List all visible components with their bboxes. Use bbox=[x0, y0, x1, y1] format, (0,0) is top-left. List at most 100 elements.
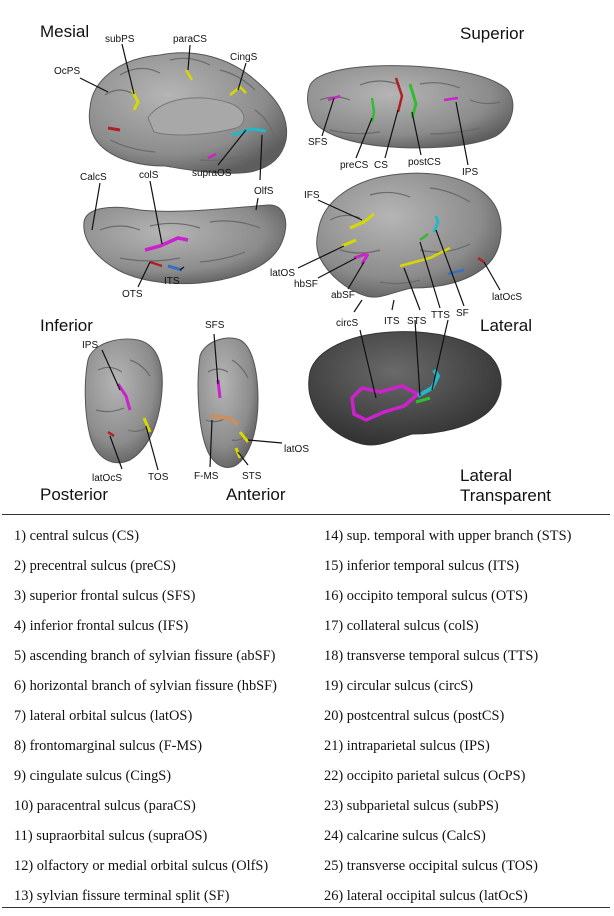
view-title-lateral-transparent-line1: Lateral bbox=[460, 466, 512, 485]
gyri-mesial bbox=[104, 57, 276, 162]
legend-item: 17) collateral sulcus (colS) bbox=[324, 618, 479, 634]
legend-item: 23) subparietal sulcus (subPS) bbox=[324, 798, 499, 814]
sulcus-IPS bbox=[443, 96, 459, 102]
legend-item: 4) inferior frontal sulcus (IFS) bbox=[14, 618, 189, 634]
label-CingS: CingS bbox=[230, 52, 258, 63]
label-postCS: postCS bbox=[408, 157, 441, 168]
legend-item: 20) postcentral sulcus (postCS) bbox=[324, 708, 505, 724]
brain-inferior bbox=[83, 204, 287, 285]
legend-item: 25) transverse occipital sulcus (TOS) bbox=[324, 858, 538, 874]
label-paraCS: paraCS bbox=[173, 34, 207, 45]
view-title-superior: Superior bbox=[460, 24, 525, 43]
sulci-legend-table: 1) central sulcus (CS) 2) precentral sul… bbox=[0, 514, 614, 909]
brain-mesial bbox=[88, 52, 288, 174]
legend-item: 11) supraorbital sulcus (supraOS) bbox=[14, 828, 208, 844]
brain-views-svg: subPS paraCS OcPS CingS CalcS colS supra… bbox=[54, 34, 522, 484]
brain-lateral bbox=[316, 172, 502, 298]
legend-item: 22) occipito parietal sulcus (OcPS) bbox=[324, 768, 526, 784]
sulcus-abSF bbox=[360, 253, 370, 265]
sulcus-postCS bbox=[408, 83, 418, 119]
sulcus-IFS bbox=[349, 212, 375, 230]
sulcus-CalcS bbox=[107, 126, 121, 132]
gyri-inferior bbox=[99, 220, 261, 263]
label-OlfS: OlfS bbox=[254, 186, 274, 197]
sulcus-TOS bbox=[142, 417, 152, 433]
brain-superior bbox=[307, 65, 514, 149]
legend-item: 5) ascending branch of sylvian fissure (… bbox=[14, 648, 276, 664]
label-TOS: TOS bbox=[148, 472, 169, 483]
legend-item: 13) sylvian fissure terminal split (SF) bbox=[14, 888, 230, 904]
sulcus-labels: subPS paraCS OcPS CingS CalcS colS supra… bbox=[54, 34, 522, 484]
gyri-lateral bbox=[329, 187, 471, 285]
brain-lateral-transparent bbox=[308, 331, 502, 446]
legend-item: 16) occipito temporal sulcus (OTS) bbox=[324, 588, 528, 604]
corpus-callosum bbox=[147, 97, 245, 136]
legend-item: 26) lateral occipital sulcus (latOcS) bbox=[324, 888, 528, 904]
brain-anterior bbox=[197, 337, 259, 468]
sulcus-colS bbox=[144, 236, 189, 252]
legend-item: 10) paracentral sulcus (paraCS) bbox=[14, 798, 196, 814]
legend-item: 9) cingulate sulcus (CingS) bbox=[14, 768, 172, 784]
gyri-anterior bbox=[205, 359, 249, 441]
sulcus-F-MS bbox=[209, 414, 240, 426]
legend-item: 24) calcarine sulcus (CalcS) bbox=[324, 828, 486, 844]
legend-item: 3) superior frontal sulcus (SFS) bbox=[14, 588, 196, 604]
legend-top-rule bbox=[2, 514, 610, 515]
leader-lines bbox=[79, 43, 501, 471]
label-STS-anterior: STS bbox=[242, 471, 262, 482]
sulcus-hbSF bbox=[353, 252, 367, 260]
sulcus-latOcS bbox=[477, 256, 485, 264]
label-CalcS: CalcS bbox=[80, 172, 107, 183]
view-title-lateral: Lateral bbox=[480, 316, 532, 335]
sulcus-TTS bbox=[419, 233, 429, 241]
view-title-inferior: Inferior bbox=[40, 316, 93, 335]
label-SFS-anterior: SFS bbox=[205, 320, 225, 331]
sulcus-latOcS-post bbox=[107, 430, 115, 438]
legend-item: 15) inferior temporal sulcus (ITS) bbox=[324, 558, 520, 574]
legend-item: 1) central sulcus (CS) bbox=[14, 528, 140, 544]
label-latOS-anterior: latOS bbox=[284, 444, 309, 455]
label-STS-lateral: STS bbox=[407, 316, 427, 327]
sulcus-CS bbox=[394, 77, 404, 113]
legend-item: 14) sup. temporal with upper branch (STS… bbox=[324, 528, 572, 544]
sulcus-IPS-post bbox=[116, 383, 132, 411]
label-SFS-superior: SFS bbox=[308, 137, 328, 148]
sulcus-ITS bbox=[167, 264, 183, 272]
label-ITS-lateral: ITS bbox=[384, 316, 400, 327]
sulcus-supraOS bbox=[207, 152, 217, 160]
view-title-anterior: Anterior bbox=[226, 485, 286, 504]
label-supraOS: supraOS bbox=[192, 168, 232, 179]
brain-figure: subPS paraCS OcPS CingS CalcS colS supra… bbox=[40, 22, 551, 505]
label-latOcS-lateral: latOcS bbox=[492, 292, 522, 303]
legend-item: 12) olfactory or medial orbital sulcus (… bbox=[14, 858, 269, 874]
label-OcPS: OcPS bbox=[54, 66, 80, 77]
sulcus-latOS-ant bbox=[238, 431, 250, 443]
legend-item: 21) intraparietal sulcus (IPS) bbox=[324, 738, 490, 754]
sulcus-CingS bbox=[229, 85, 247, 96]
legend-item: 18) transverse temporal sulcus (TTS) bbox=[324, 648, 539, 664]
sulcus-STS-ant bbox=[234, 447, 242, 459]
legend-item: 8) frontomarginal sulcus (F-MS) bbox=[14, 738, 202, 754]
view-title-posterior: Posterior bbox=[40, 485, 109, 504]
label-latOcS-posterior: latOcS bbox=[92, 473, 122, 484]
sulcus-ITS-lat bbox=[447, 268, 465, 276]
label-abSF: abSF bbox=[331, 290, 355, 301]
label-IFS: IFS bbox=[304, 190, 320, 201]
label-preCS: preCS bbox=[340, 160, 369, 171]
label-colS: colS bbox=[139, 170, 159, 181]
label-IPS-superior: IPS bbox=[462, 167, 478, 178]
legend-item: 2) precentral sulcus (preCS) bbox=[14, 558, 176, 574]
legend-item: 7) lateral orbital sulcus (latOS) bbox=[14, 708, 193, 724]
sulcus-OTS bbox=[149, 260, 163, 268]
label-IPS-posterior: IPS bbox=[82, 340, 98, 351]
label-CS: CS bbox=[374, 160, 388, 171]
sulcus-circS bbox=[350, 384, 422, 422]
label-F-MS: F-MS bbox=[194, 471, 219, 482]
sulcus-latOS bbox=[341, 238, 357, 248]
sulcus-paraCS bbox=[184, 69, 194, 81]
cortex-anterior bbox=[197, 337, 259, 468]
cortex-inferior bbox=[83, 204, 287, 285]
sulcus-SF bbox=[432, 215, 440, 233]
sulcus-preCS bbox=[370, 97, 376, 123]
label-SF: SF bbox=[456, 308, 469, 319]
